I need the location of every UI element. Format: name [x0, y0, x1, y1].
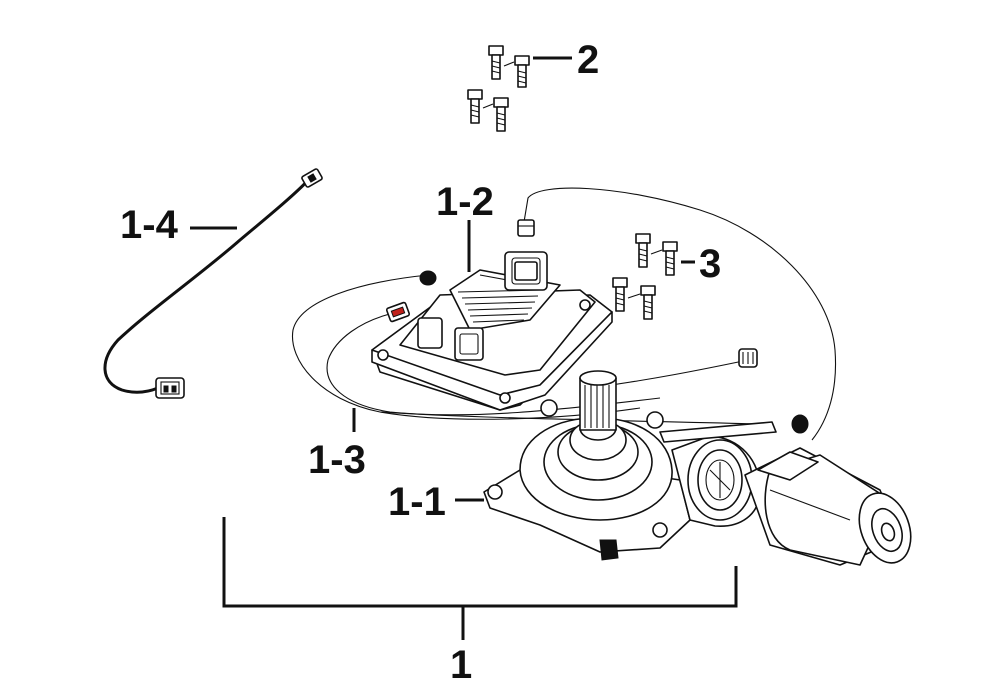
gearbox-assembly — [483, 370, 912, 566]
bolt-group-3 — [612, 233, 678, 320]
ecu-connector-small — [417, 317, 484, 361]
label-ecu: 1-2 — [436, 180, 494, 224]
label-harness: 1-3 — [308, 438, 366, 482]
bolt — [635, 233, 651, 268]
red-connector — [385, 301, 411, 323]
bolt — [662, 241, 678, 276]
label-gearbox: 1-1 — [388, 480, 446, 524]
sensor-cable — [103, 168, 323, 399]
cable-connector-bottom — [155, 377, 185, 399]
bolt-group-2 — [467, 45, 530, 132]
bolt — [467, 89, 483, 124]
grommet — [791, 414, 809, 434]
harness-plug — [517, 219, 535, 237]
bolt — [493, 97, 509, 132]
cable-connector-top — [301, 168, 323, 188]
bolt — [488, 45, 504, 80]
harness-connector — [738, 348, 758, 368]
electric-motor — [744, 447, 912, 566]
output-shaft — [579, 370, 617, 431]
bolt — [514, 55, 530, 88]
label-bolts-top: 2 — [577, 38, 600, 82]
label-sensor-cable: 1-4 — [120, 203, 178, 247]
bolt — [640, 285, 656, 320]
ecu-connector-large — [504, 251, 548, 291]
assembly-bracket — [222, 517, 738, 640]
ecu-module — [371, 251, 613, 411]
label-main: 1 — [450, 643, 473, 687]
bolt — [612, 277, 628, 312]
label-bolts-right: 3 — [699, 242, 722, 286]
grommet — [419, 270, 437, 286]
